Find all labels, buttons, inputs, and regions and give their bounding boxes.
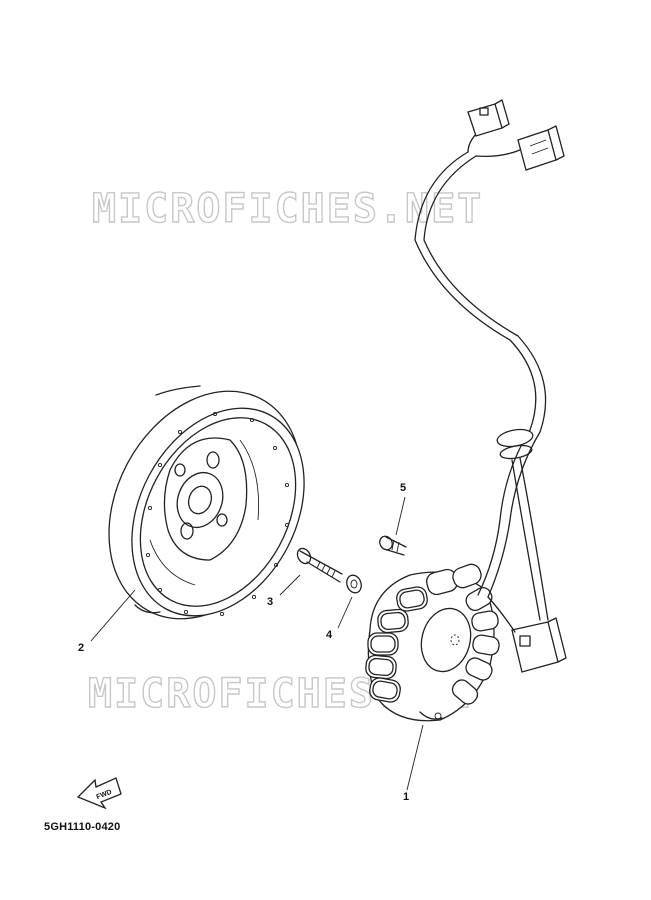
stator-coil[interactable] [365, 562, 500, 722]
callout-3: 3 [267, 596, 273, 608]
callout-4: 4 [326, 629, 333, 641]
screw[interactable] [377, 534, 407, 556]
callout-1: 1 [403, 791, 409, 803]
washer[interactable] [344, 573, 363, 595]
wire-harness[interactable] [414, 99, 567, 673]
connector-a [467, 99, 510, 137]
pickup-coil [511, 617, 567, 673]
fwd-arrow-icon: FWD [76, 777, 122, 810]
leader-lines [90, 496, 424, 791]
watermark-top: MICROFICHES.NET [92, 186, 483, 232]
flywheel-rotor[interactable] [71, 358, 339, 653]
part-code: 5GH1110-0420 [44, 821, 121, 833]
callout-2: 2 [78, 642, 84, 654]
bolt[interactable] [295, 546, 343, 583]
connector-b [517, 125, 565, 171]
callout-5: 5 [400, 482, 406, 494]
